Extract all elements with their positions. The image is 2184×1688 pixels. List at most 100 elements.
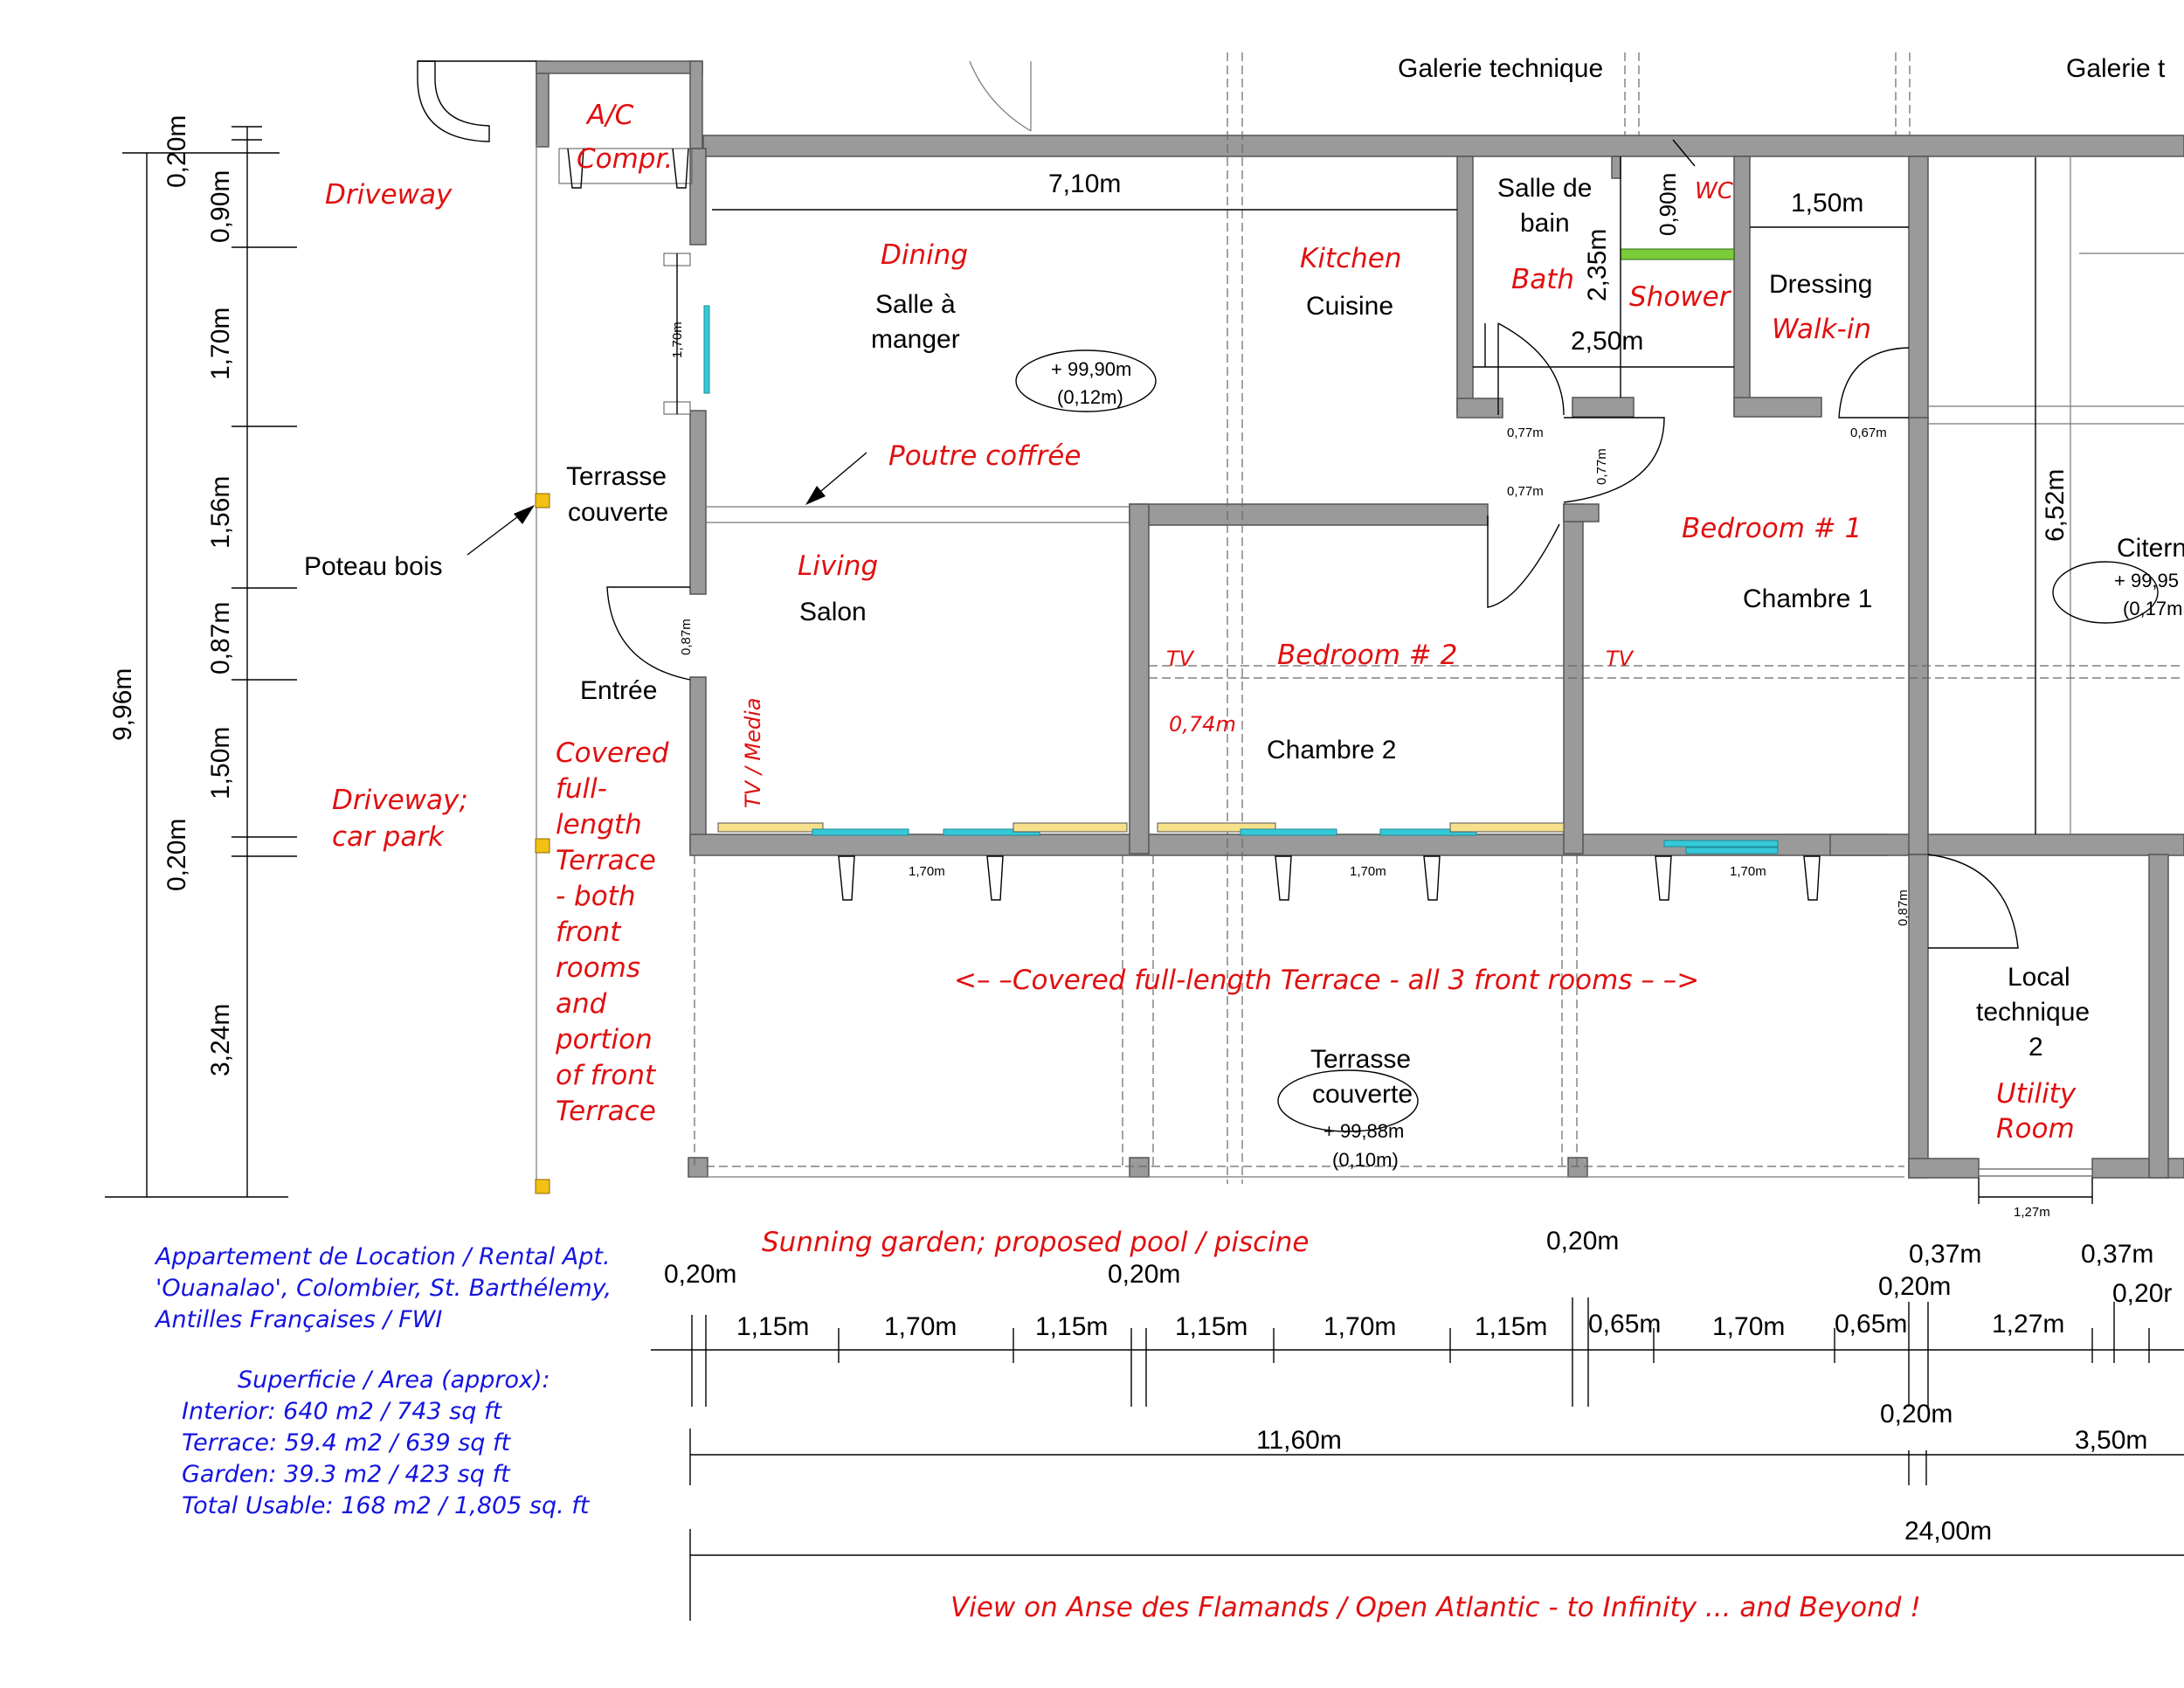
dim-170-a: 1,70m [909, 864, 945, 879]
dim-b-170-a: 1,70m [884, 1312, 957, 1341]
citerne-label: Citern [2117, 534, 2184, 563]
dim-left-6: 1,50m [206, 727, 235, 799]
bath-label: Bath [1511, 264, 1574, 295]
dim-250: 2,50m [1571, 327, 1643, 356]
dim-b-020-e: 0,20r [2112, 1279, 2172, 1308]
info-area-title: Superficie / Area (approx): [238, 1366, 550, 1394]
info-garden: Garden: 39.3 m2 / 423 sq ft [182, 1461, 511, 1488]
dim-b-1160: 11,60m [1256, 1426, 1342, 1455]
bedroom1-label: Bedroom # 1 [1682, 513, 1862, 544]
dim-087-utility: 0,87m [1896, 889, 1911, 926]
dim-b-065-a: 0,65m [1588, 1310, 1661, 1339]
local-1: Local [2008, 963, 2070, 992]
tv-media-label: TV / Media [741, 697, 765, 808]
level-dining-2: (0,12m) [1057, 386, 1123, 408]
dim-170-b: 1,70m [1350, 864, 1386, 879]
sunning-label: Sunning garden; proposed pool / piscine [762, 1227, 1310, 1258]
info-block: Appartement de Location / Rental Apt. 'O… [154, 1243, 612, 1519]
kitchen-fr: Cuisine [1306, 292, 1393, 321]
dim-170-c: 1,70m [1730, 864, 1766, 879]
room-labels: A/C Compr. Driveway Galerie technique Ga… [304, 54, 2184, 1623]
dining-label: Dining [881, 239, 968, 271]
covered-side-6: front [556, 917, 622, 948]
dim-left-total: 9,96m [108, 668, 137, 741]
covered-full-label: <– –Covered full-length Terrace - all 3 … [954, 965, 1699, 996]
left-dimensions: 0,20m 0,90m 1,70m 1,56m 0,87m 1,50m 0,20… [108, 115, 235, 1076]
living-label: Living [798, 550, 878, 582]
covered-side-9: portion [555, 1024, 653, 1055]
poutre-label: Poutre coffrée [888, 440, 1081, 472]
tv-label-1: TV [1166, 647, 1195, 671]
local-3: 2 [2028, 1033, 2043, 1062]
dim-127-small: 1,27m [2014, 1205, 2050, 1220]
info-title-3: Antilles Françaises / FWI [154, 1306, 442, 1333]
dim-077-a: 0,77m [1507, 425, 1544, 440]
info-title-2: 'Ouanalao', Colombier, St. Barthélemy, [156, 1275, 612, 1302]
driveway-car-1: Driveway; [332, 785, 468, 816]
bottom-dimensions: 0,20m 0,20m 0,20m 0,37m 0,20m 0,37m 0,20… [664, 1227, 2172, 1546]
dim-left-5: 0,87m [206, 602, 235, 675]
ac-label-2: Compr. [577, 143, 673, 175]
terrasse-top-2: couverte [568, 498, 668, 527]
dim-087-entree: 0,87m [679, 619, 694, 655]
dim-left-8: 3,24m [206, 1004, 235, 1076]
living-fr: Salon [799, 598, 867, 626]
dim-left-1: 0,20m [162, 115, 191, 188]
dim-left-2: 0,90m [206, 170, 235, 243]
chambre1-label: Chambre 1 [1743, 585, 1872, 613]
dim-left-7: 0,20m [162, 819, 191, 891]
covered-side-3: length [556, 809, 642, 841]
bath-fr-1: Salle de [1497, 174, 1592, 203]
info-total: Total Usable: 168 m2 / 1,805 sq. ft [182, 1492, 591, 1519]
dim-170-window: 1,70m [670, 322, 685, 358]
dim-b-170-b: 1,70m [1324, 1312, 1396, 1341]
small-dimensions: 1,70m 0,87m 1,70m 1,70m 1,70m 0,77m 0,77… [670, 322, 2050, 1220]
dim-b-127: 1,27m [1992, 1310, 2064, 1339]
dining-fr-1: Salle à [875, 290, 956, 319]
plan-lines [417, 52, 2184, 1194]
dim-b-037-b: 0,37m [2081, 1240, 2153, 1269]
dim-b-065-b: 0,65m [1835, 1310, 1907, 1339]
dim-b-350: 3,50m [2075, 1426, 2147, 1455]
dim-b-2400: 24,00m [1904, 1517, 1992, 1546]
covered-side-2: full- [556, 773, 607, 805]
utility-2: Room [1996, 1113, 2075, 1145]
galerie-label-2: Galerie t [2066, 54, 2166, 83]
covered-side-11: Terrace [556, 1096, 656, 1127]
chambre2-label: Chambre 2 [1267, 736, 1396, 764]
dim-b-020-f: 0,20m [1880, 1400, 1952, 1429]
dim-left-3: 1,70m [206, 308, 235, 380]
level-citerne-2: (0,17m [2123, 598, 2182, 619]
level-citerne-1: + 99,95 [2114, 570, 2179, 591]
terrasse-top-1: Terrasse [566, 462, 667, 491]
dim-b-115-d: 1,15m [1475, 1312, 1547, 1341]
level-dining-1: + 99,90m [1051, 358, 1131, 380]
dim-left-4: 1,56m [206, 476, 235, 549]
covered-side-7: rooms [556, 952, 640, 984]
dimension-lines [105, 126, 2184, 1621]
galerie-label-1: Galerie technique [1398, 54, 1603, 83]
dim-150: 1,50m [1791, 189, 1863, 218]
shower-label: Shower [1629, 281, 1732, 313]
view-label: View on Anse des Flamands / Open Atlanti… [950, 1592, 1921, 1623]
ac-label-1: A/C [585, 100, 634, 131]
utility-1: Utility [1996, 1078, 2077, 1110]
dim-b-020-d: 0,20m [1878, 1272, 1951, 1301]
bath-fr-2: bain [1520, 209, 1570, 238]
covered-side-5: - both [556, 881, 636, 912]
entree-label: Entrée [580, 676, 657, 705]
walls [536, 60, 2184, 1179]
dim-b-115-c: 1,15m [1175, 1312, 1248, 1341]
terrasse-bottom-1: Terrasse [1310, 1045, 1411, 1074]
local-2: technique [1976, 998, 2090, 1027]
dim-077-c: 0,77m [1594, 448, 1609, 485]
level-terrace-1: + 99,88m [1324, 1120, 1404, 1142]
info-title-1: Appartement de Location / Rental Apt. [154, 1243, 611, 1270]
dim-074: 0,74m [1169, 712, 1236, 737]
info-terrace: Terrace: 59.4 m2 / 639 sq ft [182, 1429, 512, 1456]
dim-710: 7,10m [1048, 169, 1121, 198]
dim-b-115-b: 1,15m [1035, 1312, 1108, 1341]
dressing-label: Dressing [1769, 270, 1872, 299]
dim-b-020-c: 0,20m [1546, 1227, 1619, 1256]
